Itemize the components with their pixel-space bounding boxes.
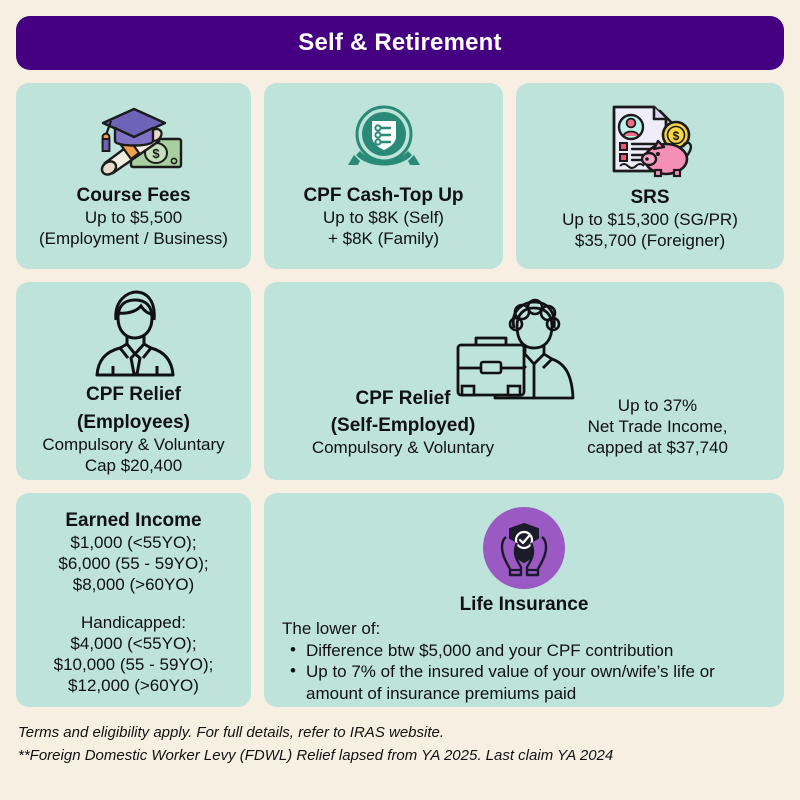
footer-notes: Terms and eligibility apply. For full de… — [16, 721, 784, 784]
page-header-banner: Self & Retirement — [16, 16, 784, 70]
card-title-cpf-cash-top-up: CPF Cash-Top Up — [303, 184, 464, 206]
card-title-line-2: (Self-Employed) — [330, 415, 476, 437]
card-srs[interactable]: $ SRS Up to $15,300 (SG/PR) $35,700 (Fo — [516, 83, 784, 269]
card-title-line-1: CPF Relief — [355, 387, 451, 409]
card-line-1: Up to $5,500 — [84, 208, 183, 228]
page-title: Self & Retirement — [298, 29, 502, 56]
card-line-1: Compulsory & Voluntary — [42, 434, 225, 454]
card-course-fees[interactable]: $ — [16, 83, 251, 269]
list-item: Difference btw $5,000 and your CPF contr… — [282, 639, 766, 661]
card-line-1: Up to $8K (Self) — [323, 208, 444, 228]
hands-holding-shield-icon — [483, 507, 565, 589]
card-line-2: $35,700 (Foreigner) — [574, 231, 726, 251]
earned-income-handicapped-block: Handicapped: $4,000 (<55YO); $10,000 (55… — [54, 612, 214, 696]
self-employed-left-text: CPF Relief (Self-Employed) Compulsory & … — [288, 382, 518, 458]
graduation-cap-diploma-money-icon: $ — [79, 103, 189, 179]
card-title-course-fees: Course Fees — [76, 184, 191, 206]
card-line-2: (Employment / Business) — [39, 229, 228, 249]
footer-line-2: **Foreign Domestic Worker Levy (FDWL) Re… — [18, 747, 614, 765]
card-row-2: CPF Relief (Employees) Compulsory & Volu… — [16, 282, 784, 480]
svg-text:$: $ — [673, 129, 680, 143]
person-with-briefcase-outline-icon — [454, 298, 594, 420]
card-line-7: $12,000 (>60YO) — [68, 676, 199, 696]
card-title-earned-income: Earned Income — [65, 509, 202, 531]
card-line-6: $10,000 (55 - 59YO); — [53, 655, 214, 675]
card-cpf-relief-employees[interactable]: CPF Relief (Employees) Compulsory & Volu… — [16, 282, 251, 480]
card-cpf-cash-top-up[interactable]: CPF Cash-Top Up Up to $8K (Self) + $8K (… — [264, 83, 503, 269]
card-line-2: + $8K (Family) — [328, 229, 439, 249]
card-title-life-insurance: Life Insurance — [459, 594, 589, 615]
document-coin-piggy-bank-icon: $ — [598, 101, 702, 181]
card-line-5: $4,000 (<55YO); — [70, 634, 197, 654]
card-life-insurance[interactable]: Life Insurance The lower of: Difference … — [264, 493, 784, 707]
card-title-line-2: (Employees) — [77, 411, 190, 433]
businessman-outline-icon — [84, 286, 184, 378]
life-insurance-bullet-list: Difference btw $5,000 and your CPF contr… — [282, 639, 766, 704]
card-row-1: $ — [16, 83, 784, 269]
card-line-1: Compulsory & Voluntary — [311, 437, 495, 457]
card-line-4: Handicapped: — [81, 613, 186, 633]
card-earned-income[interactable]: Earned Income $1,000 (<55YO); $6,000 (55… — [16, 493, 251, 707]
card-row-3: Earned Income $1,000 (<55YO); $6,000 (55… — [16, 493, 784, 707]
footer-line-1: Terms and eligibility apply. For full de… — [18, 724, 445, 741]
card-title-line-1: CPF Relief — [85, 384, 182, 406]
earned-income-primary-block: Earned Income $1,000 (<55YO); $6,000 (55… — [58, 504, 208, 596]
card-right-line-3: capped at $37,740 — [587, 437, 728, 457]
svg-text:$: $ — [152, 146, 160, 161]
card-right-line-2: Net Trade Income, — [587, 416, 728, 436]
card-right-line-1: Up to 37% — [617, 395, 698, 415]
card-cpf-relief-self-employed[interactable]: CPF Relief (Self-Employed) Compulsory & … — [264, 282, 784, 480]
card-line-2: Cap $20,400 — [84, 455, 183, 475]
card-line-3: $8,000 (>60YO) — [72, 575, 195, 595]
self-employed-right-text: Up to 37% Net Trade Income, capped at $3… — [555, 395, 760, 458]
card-line-2: $6,000 (55 - 59YO); — [58, 554, 209, 573]
seal-badge-checklist-icon — [342, 103, 426, 179]
card-line-1: $1,000 (<55YO); — [70, 532, 197, 552]
card-title-srs: SRS — [630, 186, 670, 208]
list-item: Up to 7% of the insured value of your ow… — [282, 660, 766, 704]
life-insurance-lead: The lower of: — [282, 619, 381, 638]
card-line-1: Up to $15,300 (SG/PR) — [562, 210, 738, 230]
